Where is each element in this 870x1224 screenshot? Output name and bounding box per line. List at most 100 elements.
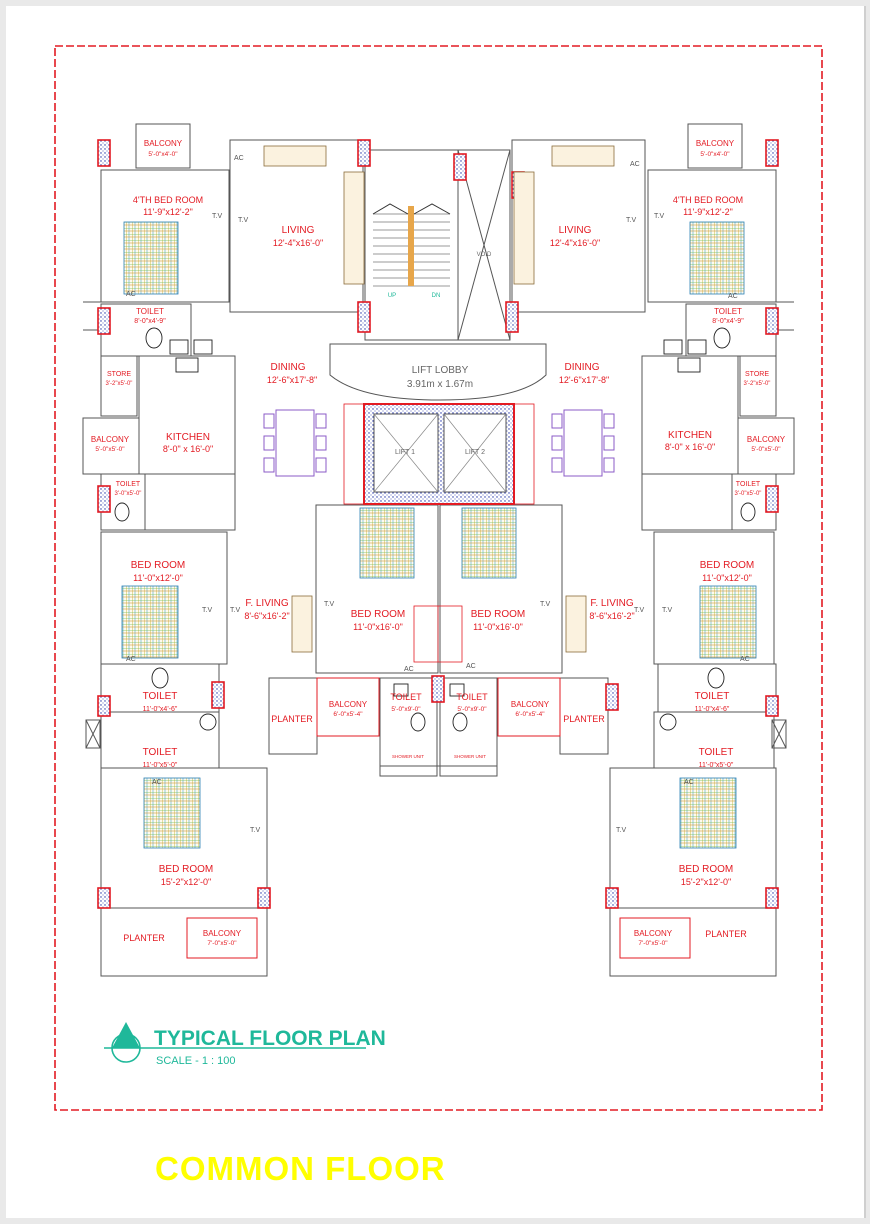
svg-text:T.V: T.V <box>238 217 248 224</box>
room-name: F. LIVING <box>245 598 289 609</box>
plan-scale: SCALE - 1 : 100 <box>156 1055 236 1067</box>
room-size: 12'-6"x17'-8" <box>559 375 609 385</box>
lift-core <box>343 403 535 505</box>
svg-text:AC: AC <box>234 155 244 162</box>
room-size: 5'-0"x4'-0" <box>700 151 730 158</box>
svg-text:AC: AC <box>728 293 738 300</box>
room-name: KITCHEN <box>166 432 210 443</box>
room-name: BALCONY <box>511 700 550 709</box>
staircase <box>372 203 451 287</box>
room-size: 11'-0"x12'-0" <box>702 573 752 583</box>
dining-tables <box>263 409 615 477</box>
room-name: PLANTER <box>123 933 165 943</box>
room-name: STORE <box>107 371 131 378</box>
room-name: STORE <box>745 371 769 378</box>
svg-text:T.V: T.V <box>634 607 644 614</box>
equipment-tags: AC AC T.V T.V T.V T.V AC AC T.V T.V T.V T.V T.… <box>126 155 750 834</box>
lift-2-label: LIFT 2 <box>465 449 485 456</box>
stair-up-label: UP <box>388 293 396 299</box>
room-name: BALCONY <box>144 139 183 148</box>
room-name: BALCONY <box>329 700 368 709</box>
room-name: TOILET <box>136 307 164 316</box>
room-size: 8'-6"x16'-2" <box>589 611 634 621</box>
room-size: 8'-0" x 16'-0" <box>163 444 213 454</box>
svg-text:T.V: T.V <box>540 601 550 608</box>
shower-label: SHOWER UNIT <box>392 754 424 759</box>
drawing-sheet: TYPICAL FLOOR PLAN SCALE - 1 : 100 BALCO… <box>6 6 866 1218</box>
room-size: 8'-0"x4'-9" <box>712 318 744 325</box>
room-size: 3'-0"x5'-0" <box>735 491 762 497</box>
room-name: TOILET <box>695 691 730 702</box>
room-name: TOILET <box>736 481 761 488</box>
svg-text:T.V: T.V <box>662 607 672 614</box>
room-name: TOILET <box>699 747 734 758</box>
svg-text:AC: AC <box>740 656 750 663</box>
svg-text:T.V: T.V <box>212 213 222 220</box>
room-size: 6'-0"x5'-4" <box>515 711 545 718</box>
plan-title: TYPICAL FLOOR PLAN <box>154 1027 386 1050</box>
room-name: BALCONY <box>634 929 673 938</box>
room-name: BED ROOM <box>351 609 405 620</box>
room-name: PLANTER <box>705 929 747 939</box>
room-size: 3'-0"x5'-0" <box>115 491 142 497</box>
right-unit-labels: BALCONY 5'-0"x4'-0" 4'TH BED ROOM 11'-9"… <box>550 139 786 947</box>
room-size: 3'-2"x5'-0" <box>106 381 133 387</box>
svg-text:AC: AC <box>404 666 414 673</box>
core-labels: VOID UP DN LIFT LOBBY 3.91m x 1.67m LIFT… <box>329 252 550 759</box>
svg-text:T.V: T.V <box>616 827 626 834</box>
room-name: LIVING <box>559 225 592 236</box>
room-size: 7'-0"x5'-0" <box>638 940 668 947</box>
room-size: 15'-2"x12'-0" <box>161 877 211 887</box>
svg-text:AC: AC <box>630 161 640 168</box>
room-name: TOILET <box>714 307 742 316</box>
room-size: 8'-0"x4'-9" <box>134 318 166 325</box>
room-size: 11'-9"x12'-2" <box>683 207 733 217</box>
room-name: TOILET <box>143 747 178 758</box>
svg-text:T.V: T.V <box>202 607 212 614</box>
svg-text:AC: AC <box>152 779 162 786</box>
room-size: 12'-4"x16'-0" <box>273 238 323 248</box>
lift-1-label: LIFT 1 <box>395 449 415 456</box>
room-name: BED ROOM <box>131 560 185 571</box>
lobby-name: LIFT LOBBY <box>412 365 469 376</box>
room-size: 11'-0"x16'-0" <box>473 622 523 632</box>
svg-text:T.V: T.V <box>230 607 240 614</box>
room-size: 12'-4"x16'-0" <box>550 238 600 248</box>
left-unit-labels: BALCONY 5'-0"x4'-0" 4'TH BED ROOM 11'-9"… <box>91 139 323 947</box>
room-size: 11'-0"x4'-6" <box>695 706 730 713</box>
sheet-border <box>54 45 823 1111</box>
room-size: 11'-9"x12'-2" <box>143 207 193 217</box>
room-size: 12'-6"x17'-8" <box>267 375 317 385</box>
room-size: 5'-0"x5'-0" <box>95 446 125 453</box>
room-size: 5'-0"x9'-0" <box>391 706 421 713</box>
room-name: BALCONY <box>696 139 735 148</box>
room-size: 11'-0"x5'-0" <box>143 762 178 769</box>
room-name: 4'TH BED ROOM <box>133 195 203 205</box>
room-name: BALCONY <box>91 435 130 444</box>
svg-text:AC: AC <box>126 291 136 298</box>
room-name: 4'TH BED ROOM <box>673 195 743 205</box>
shower-label: SHOWER UNIT <box>454 754 486 759</box>
stair-down-label: DN <box>432 293 441 299</box>
room-name: BED ROOM <box>679 864 733 875</box>
svg-text:T.V: T.V <box>250 827 260 834</box>
right-unit-walls <box>497 123 795 977</box>
room-name: PLANTER <box>563 714 605 724</box>
room-name: PLANTER <box>271 714 313 724</box>
footer-title: COMMON FLOOR <box>155 1150 446 1187</box>
room-name: TOILET <box>390 692 422 702</box>
room-name: BALCONY <box>203 929 242 938</box>
room-size: 3'-2"x5'-0" <box>744 381 771 387</box>
room-name: LIVING <box>282 225 315 236</box>
sofas <box>263 145 615 653</box>
beds <box>121 221 757 849</box>
room-size: 6'-0"x5'-4" <box>333 711 363 718</box>
room-name: BED ROOM <box>471 609 525 620</box>
room-name: BED ROOM <box>159 864 213 875</box>
room-name: BALCONY <box>747 435 786 444</box>
room-name: TOILET <box>456 692 488 702</box>
svg-text:T.V: T.V <box>324 601 334 608</box>
room-name: TOILET <box>143 691 178 702</box>
room-size: 7'-0"x5'-0" <box>207 940 237 947</box>
room-size: 5'-0"x5'-0" <box>751 446 781 453</box>
